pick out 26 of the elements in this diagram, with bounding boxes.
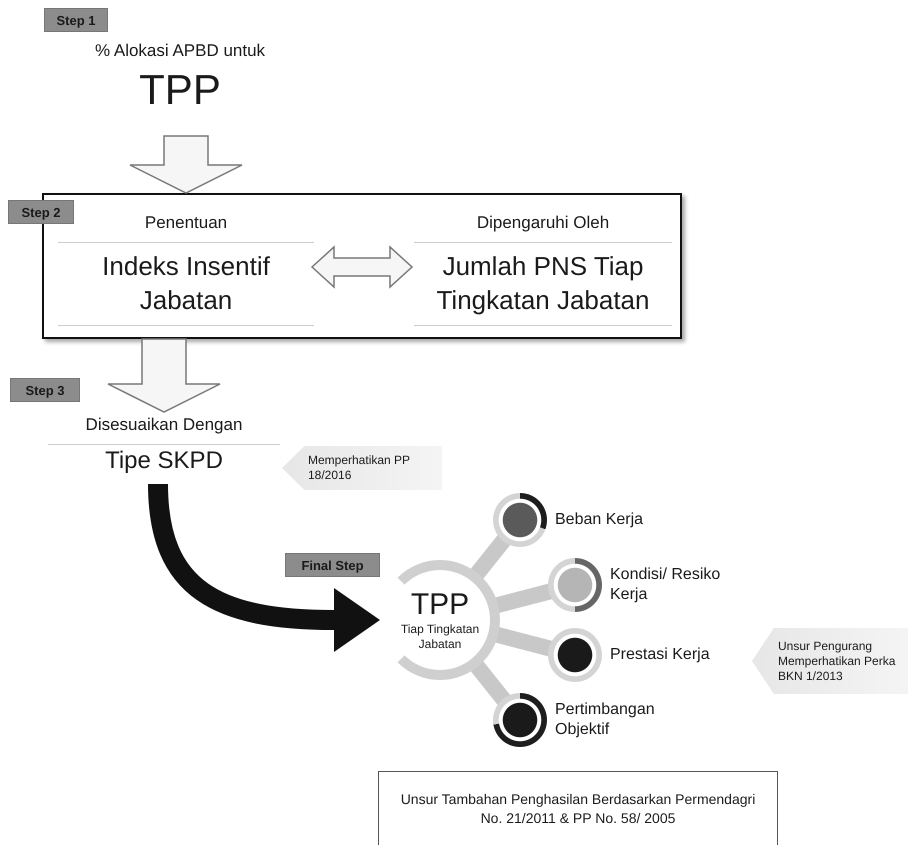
step-tag: Final Step [285, 553, 380, 577]
connector-branch [494, 626, 553, 656]
step-tag: Step 2 [8, 200, 74, 224]
connector-branch [470, 534, 511, 580]
curved-arrow [148, 484, 380, 652]
step-tag: Step 1 [44, 8, 108, 32]
note-box: Unsur Tambahan Penghasilan Berdasarkan Permendagri No. 21/2011 & PP No. 58/ 2005 [378, 771, 778, 845]
hub-subtitle: Tiap Tingkatan Jabatan [400, 622, 480, 652]
column-text: Indeks Insentif Jabatan [58, 243, 314, 326]
factor-label: Pertimbangan Objektif [555, 700, 656, 740]
column-heading: Dipengaruhi Oleh [414, 210, 672, 243]
block-arrow [129, 135, 243, 194]
hub-title: TPP [410, 588, 470, 622]
title-text: TPP [139, 65, 221, 115]
connector-branch [470, 660, 511, 706]
factor-label: Kondisi/ Resiko Kerja [610, 565, 722, 605]
factor-label: Beban Kerja [555, 510, 644, 530]
connector-branch [494, 584, 553, 614]
column-text: Tipe SKPD [105, 446, 223, 476]
column-heading: Disesuaikan Dengan [48, 412, 280, 445]
double-block-arrow [310, 245, 414, 289]
step-tag: Step 3 [10, 378, 80, 402]
block-arrow [107, 338, 221, 413]
factor-label: Prestasi Kerja [610, 645, 710, 665]
heading-text: % Alokasi APBD untuk [94, 40, 266, 62]
column-text: Jumlah PNS Tiap Tingkatan Jabatan [414, 243, 672, 326]
